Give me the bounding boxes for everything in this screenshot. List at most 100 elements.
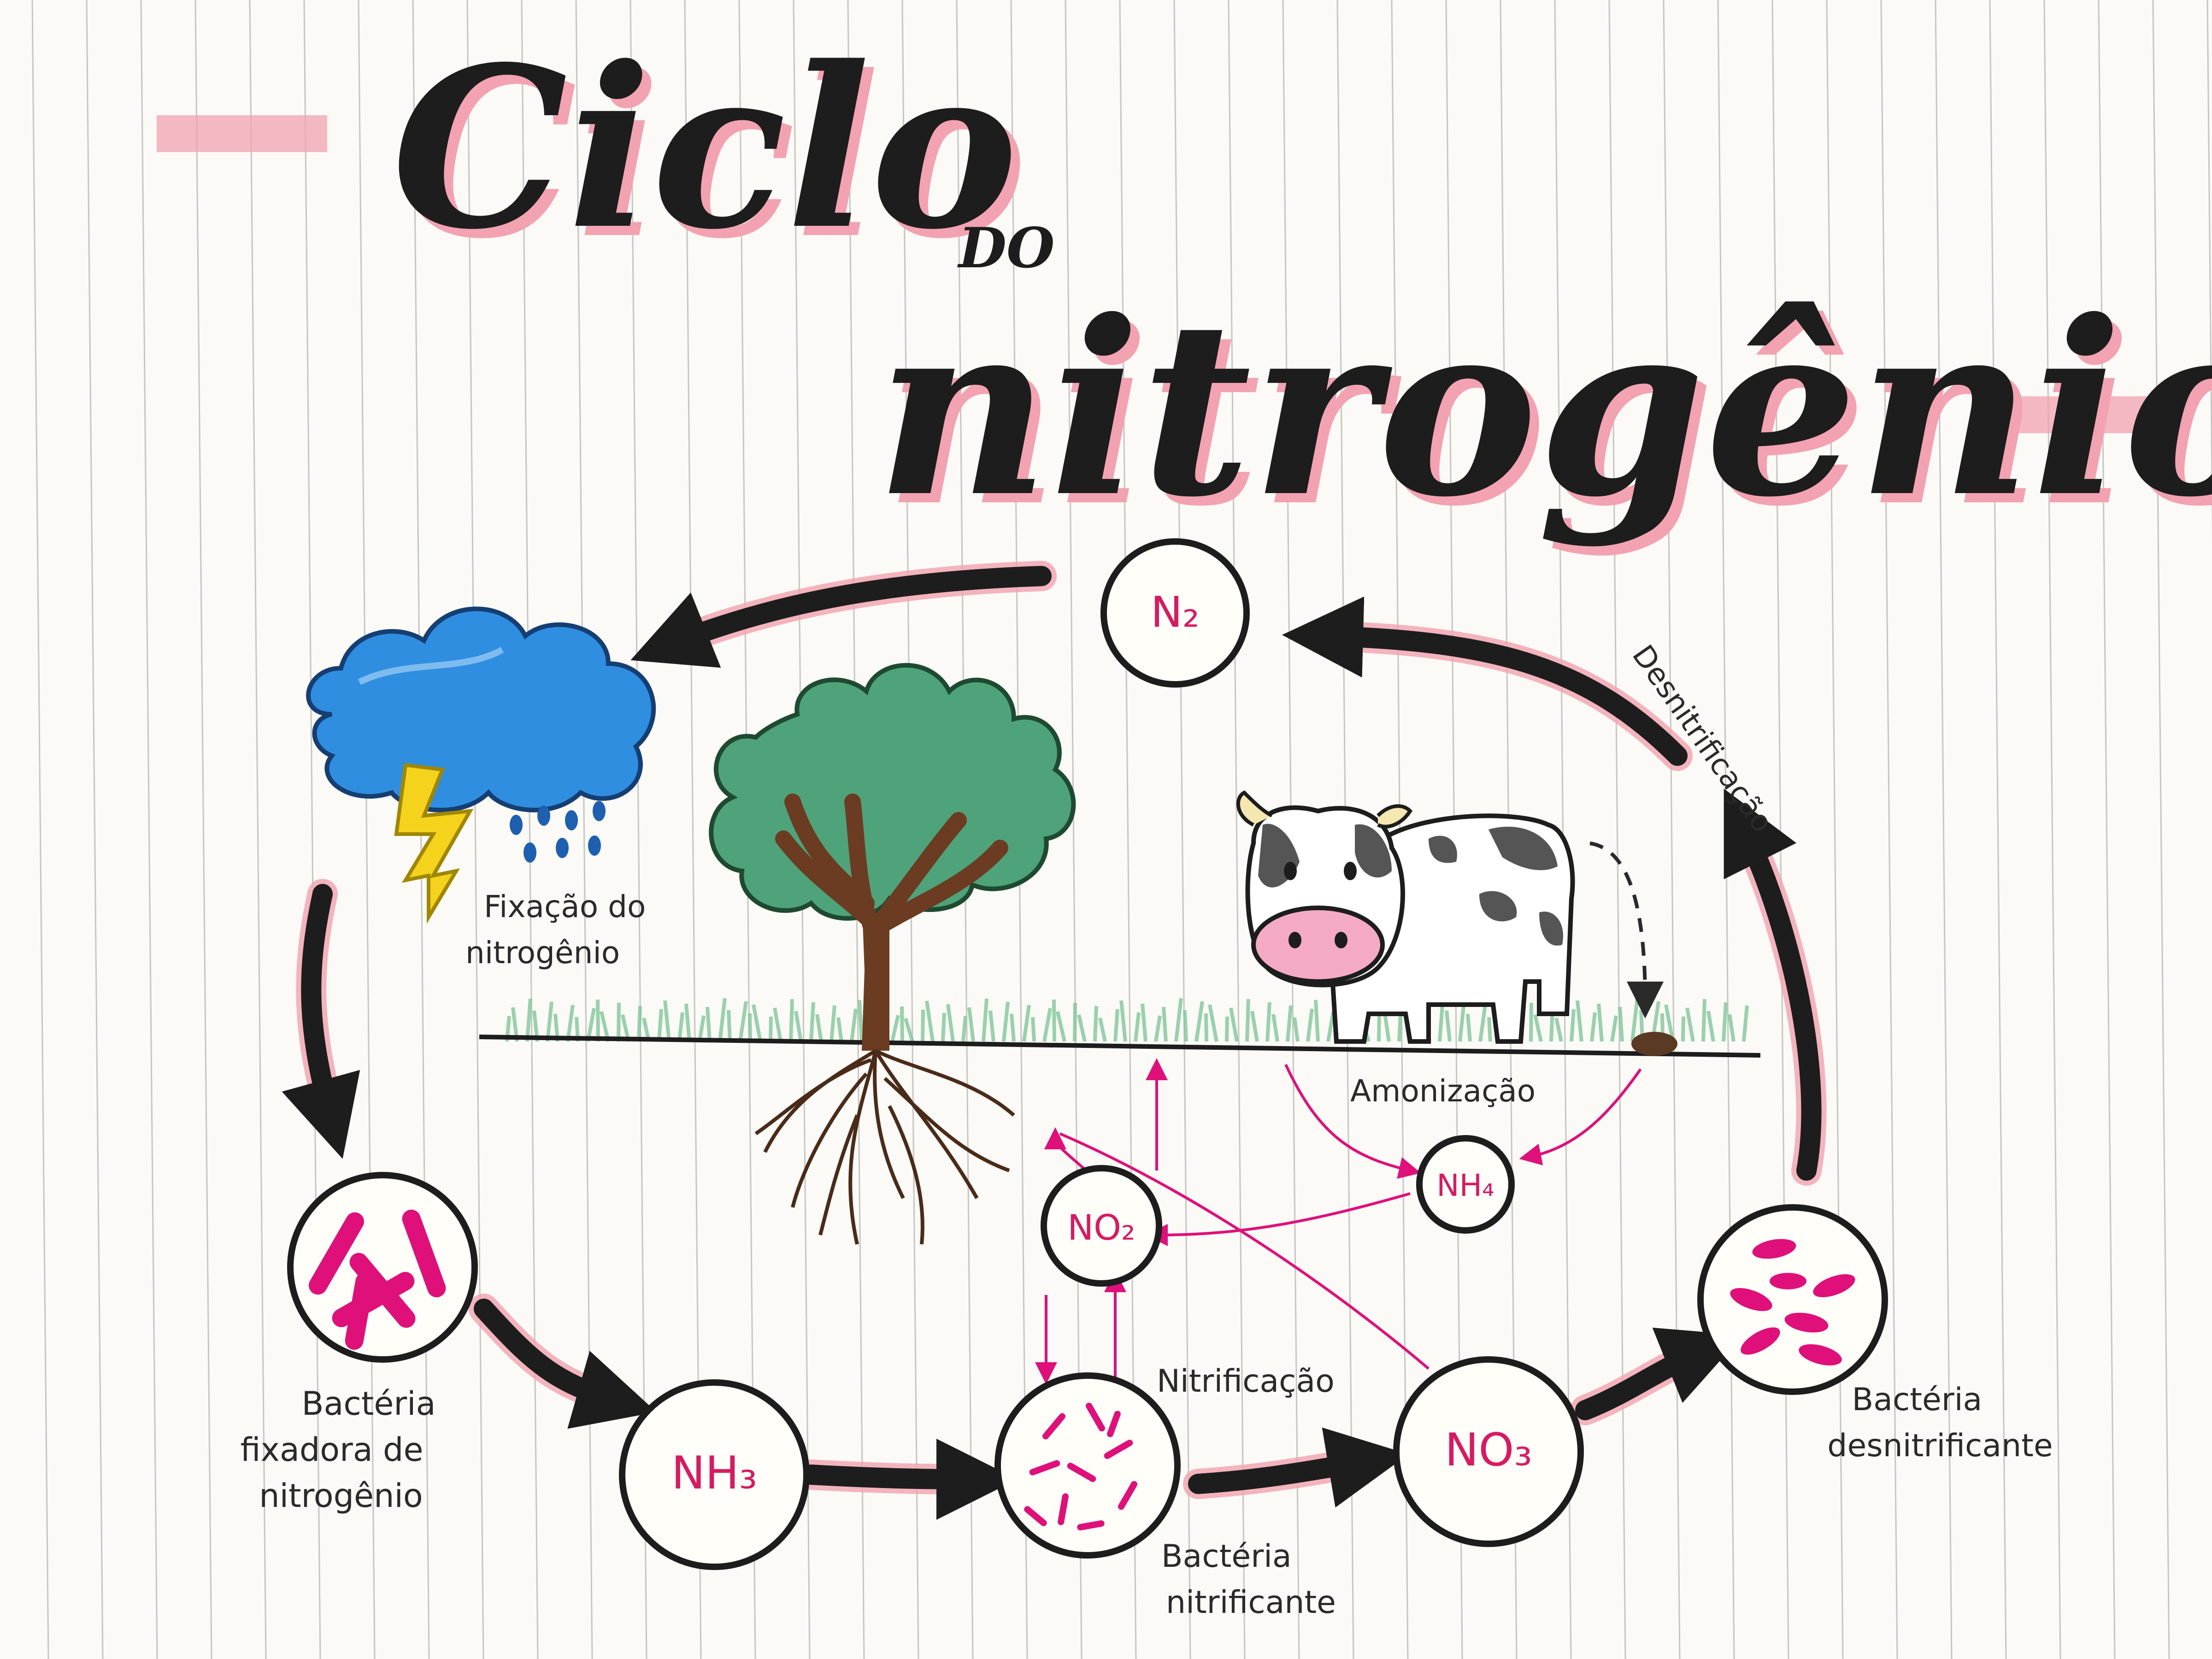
ruled-line [86, 0, 104, 1659]
grass-blade [752, 1004, 762, 1042]
ruled-line [1228, 0, 1246, 1659]
nh3-label: NH₃ [671, 1447, 757, 1500]
grass-blade [1618, 1006, 1624, 1042]
nitrificacao-label: Nitrificação [1157, 1363, 1335, 1400]
ruled-line [194, 0, 212, 1659]
grass-blade [684, 1003, 691, 1042]
ruled-line [1771, 0, 1789, 1659]
arrow-n2-to-cloud [630, 566, 1052, 668]
ruled-line [2152, 0, 2170, 1659]
nh3-node: NH₃ [619, 1379, 810, 1570]
svg-text:nitrogênio: nitrogênio [465, 935, 620, 971]
rain-cloud-icon [306, 606, 656, 863]
grass-blade [1162, 1006, 1168, 1042]
grass-blade [946, 1004, 955, 1042]
grass-blade [982, 998, 988, 1042]
grass-blade [1610, 1015, 1618, 1042]
grass-blade [809, 1002, 815, 1042]
arrow-amon-to-nh4-b [1519, 1068, 1642, 1165]
ruled-line [1826, 0, 1844, 1659]
grass-blade [657, 1009, 663, 1042]
grass-blade [1265, 1002, 1271, 1042]
grass-blade [1031, 1017, 1036, 1042]
n2-node: N₂ [1100, 538, 1250, 688]
grass-blade [1056, 1011, 1066, 1042]
grass-blade [1533, 1014, 1543, 1042]
grass-blade [698, 1015, 706, 1042]
grass-blade [1174, 998, 1183, 1042]
grass-blade [850, 1008, 858, 1042]
grass-blade [1554, 1018, 1563, 1042]
bacteria-nitrificante-label: Bactéria nitrificante [1161, 1538, 1336, 1621]
arrow-nh3-to-nitrifier [801, 1438, 1018, 1520]
grass-blade [830, 1005, 836, 1042]
grass-blade [1742, 1005, 1749, 1042]
grass-blade [925, 1000, 935, 1042]
denitrifying-bacteria-node [1697, 1204, 1888, 1395]
ruled-line [1663, 0, 1681, 1659]
grass-blade [1113, 1009, 1119, 1042]
ruled-line [249, 0, 267, 1659]
arrow-lightning-to-fixer [282, 884, 360, 1159]
grass-blade [738, 1001, 748, 1042]
ruled-line [1989, 0, 2007, 1659]
ruled-line [1173, 0, 1191, 1659]
grass-blade [1630, 998, 1639, 1042]
grass-blade [1286, 1005, 1293, 1042]
ruled-line [2098, 0, 2116, 1659]
grass-blade [1271, 1014, 1279, 1042]
grass-blade [1010, 1013, 1016, 1042]
grass-blade [1093, 1006, 1098, 1042]
ruled-line [1119, 0, 1137, 1659]
no2-node: NO₂ [1041, 1165, 1162, 1287]
grass-blade [1576, 1000, 1583, 1042]
tree-roots [754, 1049, 1015, 1245]
grass-blade [706, 1006, 712, 1042]
svg-text:Nitrificação: Nitrificação [1157, 1363, 1335, 1400]
ruled-line [303, 0, 321, 1659]
fixacao-label: Fixação do nitrogênio [465, 889, 646, 971]
grass-blade [789, 999, 794, 1042]
svg-text:Bactéria: Bactéria [1161, 1538, 1292, 1575]
arrow-nh4-to-no2 [1146, 1192, 1411, 1246]
nitrifying-bacteria-node [994, 1372, 1181, 1559]
ruled-line [1554, 0, 1572, 1659]
grass-blade [1293, 1017, 1300, 1042]
title-do: DO [957, 216, 1055, 281]
nitrogen-fixing-bacteria-node [287, 1172, 478, 1363]
grass-blade [1445, 1010, 1452, 1042]
no3-label: NO₃ [1445, 1424, 1532, 1477]
grass-blade [941, 1012, 946, 1042]
grass-blade [1183, 1010, 1188, 1042]
grass-blade [637, 1006, 642, 1042]
ruled-line [1935, 0, 1953, 1659]
grass-blade [1154, 1015, 1162, 1042]
svg-text:Bactéria: Bactéria [1852, 1382, 1983, 1418]
n2-label: N₂ [1151, 588, 1200, 637]
grass-blade [1245, 999, 1250, 1042]
grass-blade [1466, 1013, 1472, 1042]
title-ciclo: Ciclo [392, 18, 1018, 278]
tree-icon [709, 663, 1076, 1051]
grass-blade [773, 1007, 782, 1042]
grass-blade [1229, 1007, 1239, 1042]
ruled-line [2206, 0, 2212, 545]
no2-label: NO₂ [1067, 1207, 1135, 1248]
grass-blade [1119, 1000, 1127, 1042]
grass-blade [1314, 1000, 1320, 1042]
bacteria-icon [309, 1209, 446, 1350]
grass-blade [1194, 1001, 1204, 1042]
grass-blade [1397, 1012, 1402, 1042]
grass-blade [1022, 1005, 1031, 1042]
grass-blade [1701, 999, 1706, 1042]
grass-blade [1478, 1005, 1487, 1042]
grass-blade [1685, 1007, 1695, 1042]
grass-blade [677, 1012, 684, 1042]
grass-blade [1002, 1001, 1010, 1042]
grass-blade [617, 1002, 621, 1042]
no3-node: NO₃ [1393, 1356, 1584, 1547]
page-title: Ciclo Ciclo DO nitrogênio nitrogênio [392, 18, 2212, 559]
cycle-arrows [282, 561, 1827, 1520]
svg-text:fixadora de: fixadora de [240, 1431, 423, 1469]
